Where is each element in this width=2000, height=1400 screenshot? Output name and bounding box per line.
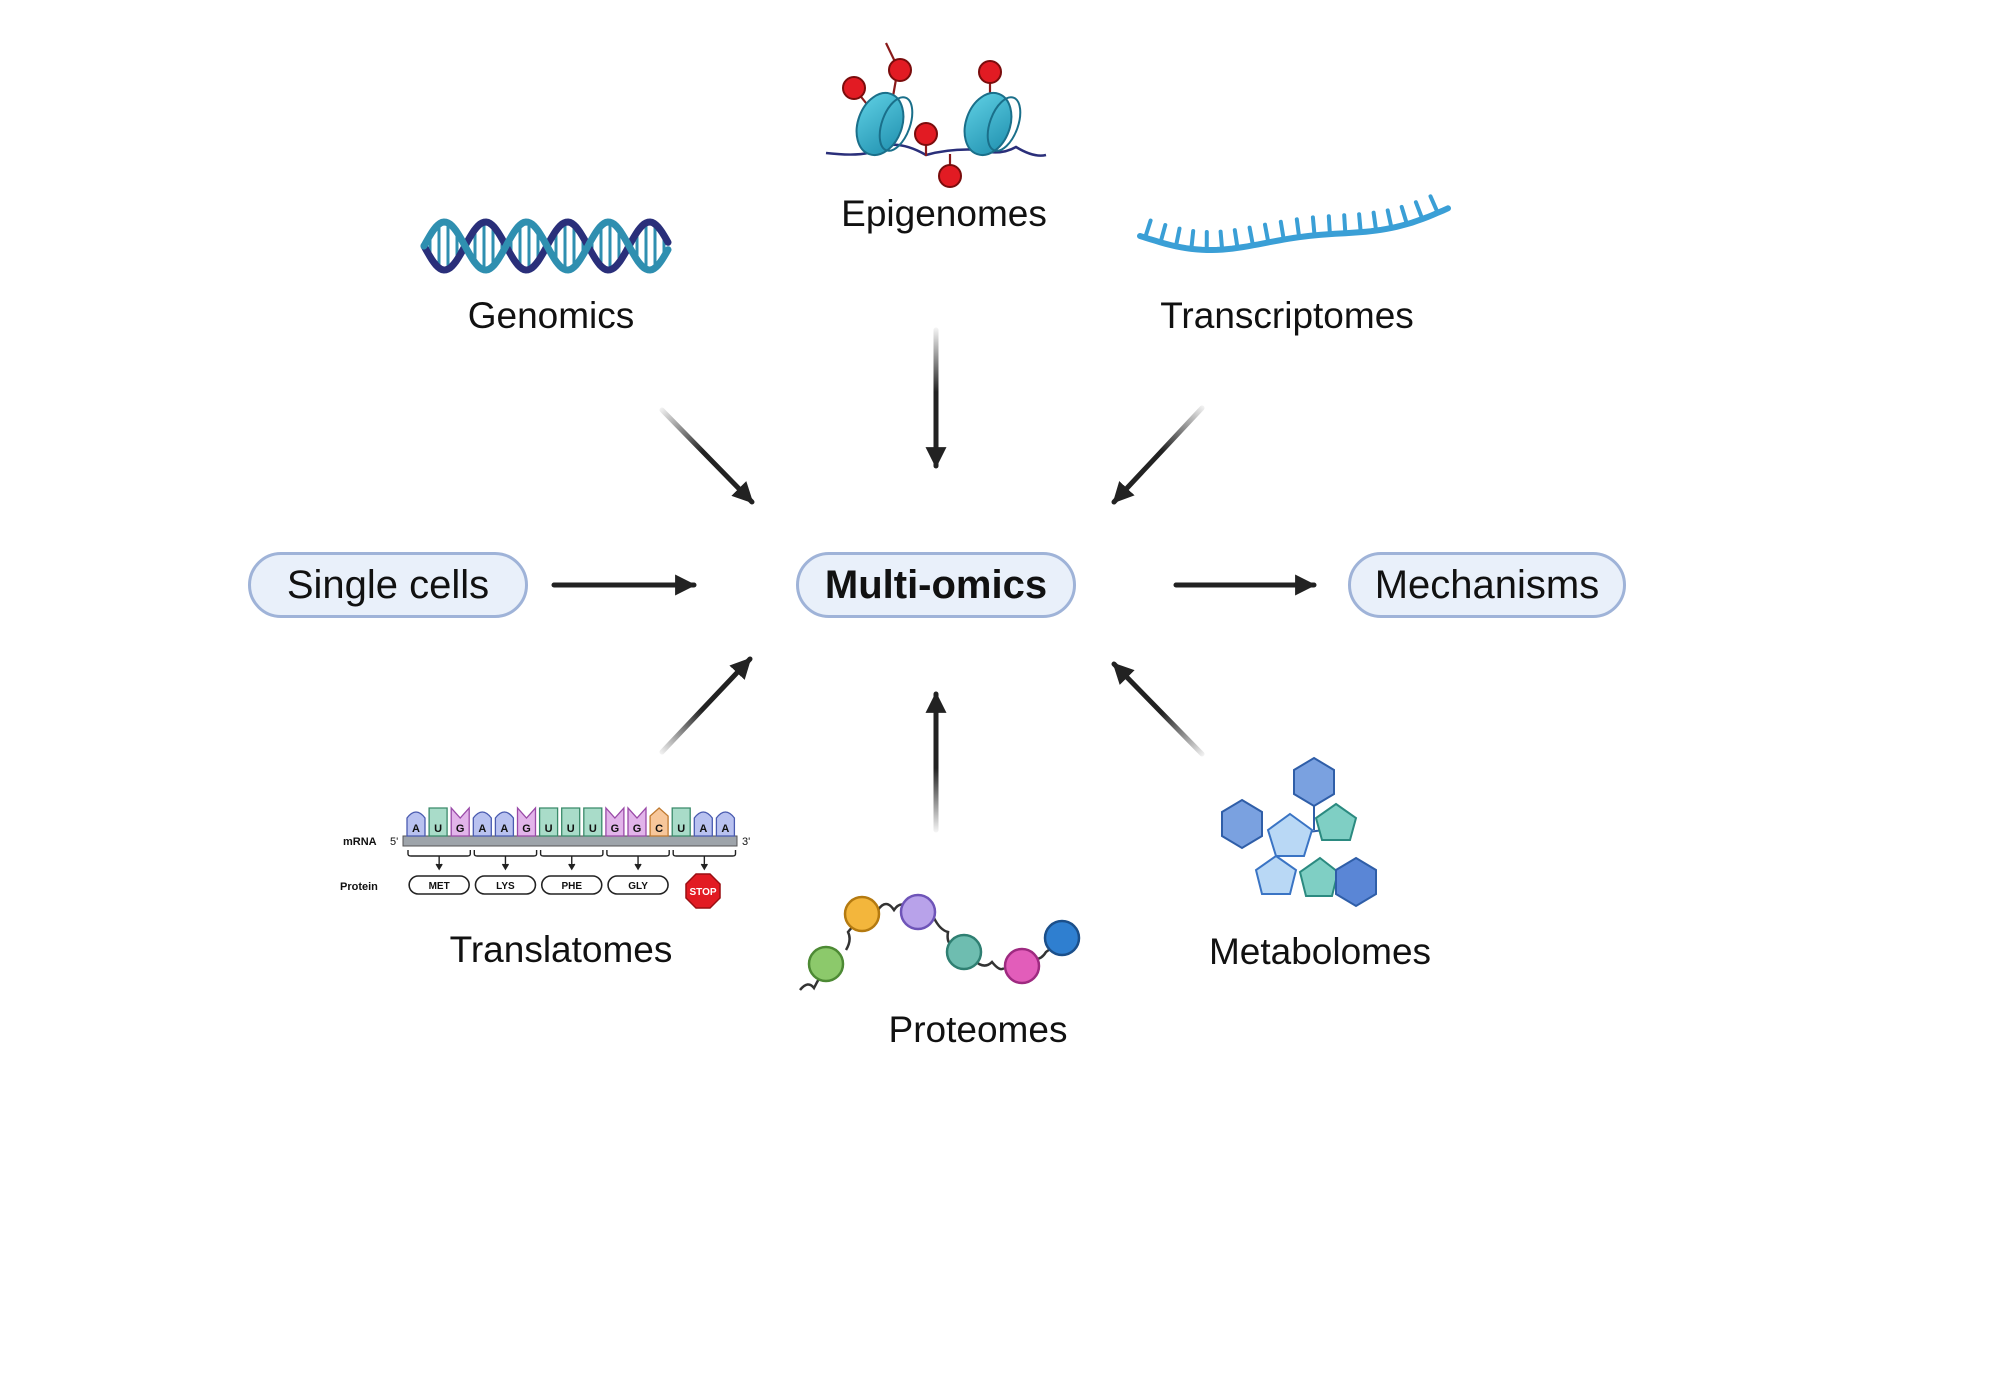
metabolomes-label: Metabolomes (1208, 931, 1432, 972)
mrna-base: U (538, 807, 559, 837)
svg-text:G: G (611, 823, 620, 835)
translatomes-label: Translatomes (449, 929, 673, 970)
mrna-backbone (402, 835, 738, 847)
proteomes-label: Proteomes (888, 1009, 1068, 1050)
svg-text:U: U (434, 823, 442, 835)
mrna-base: U (671, 807, 691, 837)
amino-acid-label: LYS (474, 875, 537, 895)
svg-text:A: A (721, 823, 729, 835)
arrow-transcriptomes-to-center (1111, 405, 1205, 505)
genomics-label: Genomics (467, 295, 635, 336)
arrow-metabolomes-to-center (1111, 661, 1205, 757)
svg-text:A: A (500, 823, 508, 835)
svg-text:A: A (699, 823, 707, 835)
mrna-base: A (494, 811, 515, 837)
mrna-base: G (605, 806, 625, 837)
arrows (551, 327, 1317, 833)
svg-text:G: G (633, 823, 642, 835)
amino-acid-label: GLY (607, 875, 669, 895)
epigenomes-label: Epigenomes (841, 193, 1047, 234)
mrna-base: A (693, 811, 713, 837)
arrow-translatomes-to-center (659, 656, 753, 755)
mrna-base: U (561, 807, 581, 837)
svg-text:PHE: PHE (561, 881, 582, 892)
svg-text:A: A (412, 823, 420, 835)
amino-acid-label: PHE (540, 875, 603, 895)
amino-acid-chain-icon (799, 893, 1081, 991)
stop-sign-icon: STOP (685, 873, 721, 909)
mrna-base: A (715, 811, 736, 837)
metabolite-shapes-icon (1221, 756, 1377, 908)
svg-text:A: A (478, 823, 486, 835)
mrna-base: G (450, 806, 470, 837)
three-prime-label: 3' (742, 836, 750, 848)
multi-omics-node: Multi-omics (796, 552, 1076, 618)
svg-text:G: G (522, 823, 531, 835)
mrna-base: U (428, 807, 448, 837)
mrna-base: G (516, 806, 537, 837)
svg-text:C: C (655, 823, 663, 835)
svg-text:U: U (589, 823, 597, 835)
transcriptomes-label: Transcriptomes (1160, 295, 1414, 336)
amino-acid-label: MET (408, 875, 470, 895)
svg-text:MET: MET (429, 881, 450, 892)
mrna-base: A (406, 811, 426, 837)
dna-helix-icon (420, 218, 672, 274)
mechanisms-node: Mechanisms (1348, 552, 1626, 618)
mrna-base: U (583, 807, 603, 837)
mrna-base: C (649, 807, 669, 837)
svg-text:GLY: GLY (628, 881, 648, 892)
svg-text:U: U (545, 823, 553, 835)
single-cells-node: Single cells (248, 552, 528, 618)
mrna-translation-icon: mRNA 5' 3' A U G A A G U U U G G C U A A Protein MET LY… (340, 806, 750, 909)
svg-text:U: U (567, 823, 575, 835)
svg-text:G: G (456, 823, 465, 835)
five-prime-label: 5' (390, 836, 398, 848)
mrna-base: A (472, 811, 492, 837)
stop-label: STOP (689, 887, 716, 898)
svg-text:LYS: LYS (496, 881, 515, 892)
nucleosome-icon (825, 42, 1047, 188)
mrna-label: mRNA (343, 836, 377, 848)
protein-label: Protein (340, 881, 378, 893)
svg-text:U: U (677, 823, 685, 835)
rna-strand-icon (1137, 194, 1451, 253)
mrna-base: G (627, 806, 647, 837)
arrow-genomics-to-center (659, 407, 755, 505)
